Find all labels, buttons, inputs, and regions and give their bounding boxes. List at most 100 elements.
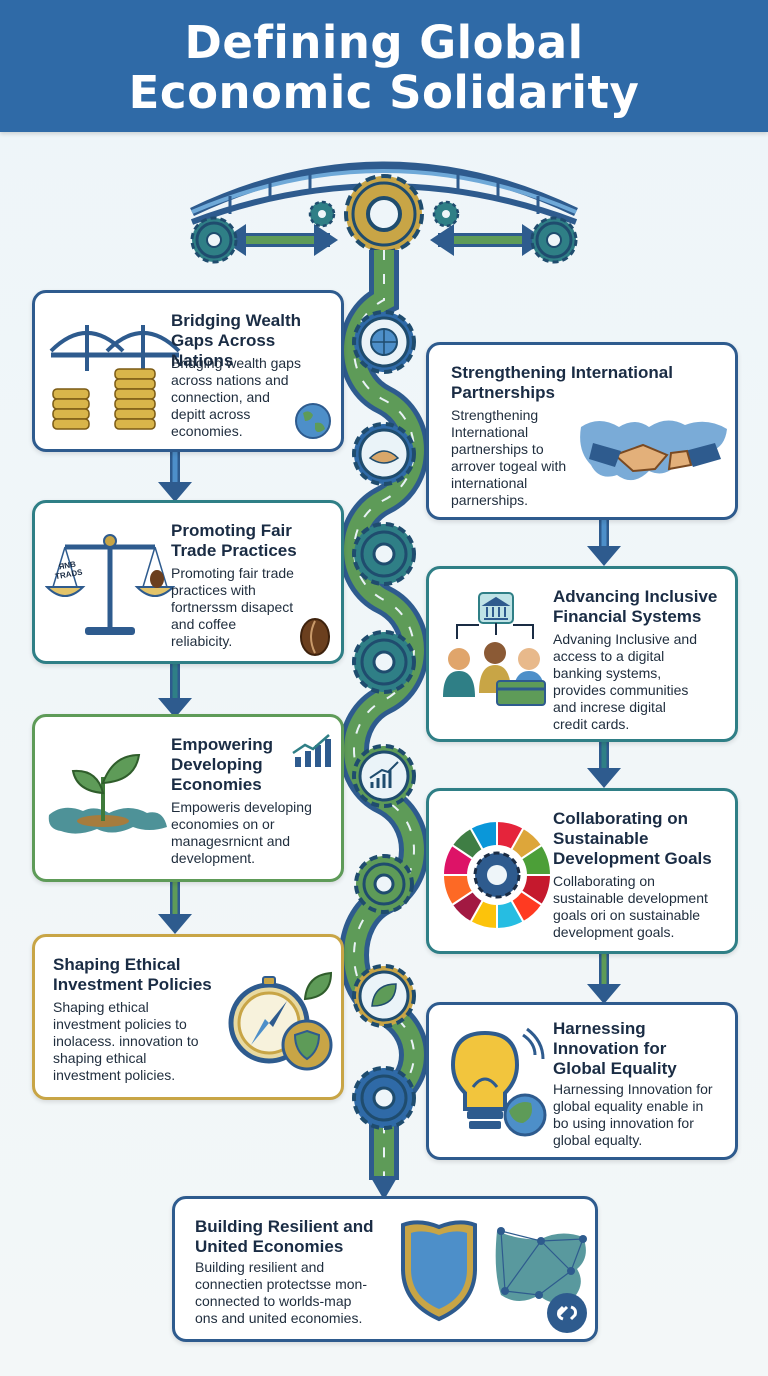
empowering-body-line-1: Empoweris developing	[171, 799, 312, 815]
fair-trade-title-line-2: Trade Practices	[171, 541, 297, 560]
page-title-line-2: Economic Solidarity	[128, 66, 640, 119]
innovation-title-line-1: Harnessing	[553, 1019, 646, 1038]
card-fair-trade: ЯNB TRADS Promoting Fair Trade Practices…	[32, 500, 344, 664]
empowering-title-line-1: Empowering	[171, 735, 274, 754]
empowering-title-line-3: Economies	[171, 775, 262, 794]
handshake-world-map-icon	[580, 420, 727, 481]
partnerships-body-line-1: Strengthening	[451, 407, 539, 423]
ethical-body-line-4: shaping ethical	[53, 1050, 147, 1066]
top-gear-small-left	[308, 200, 336, 228]
top-gear-left	[190, 216, 238, 264]
resilient-body-line-2: connectien protectsse mon-	[195, 1276, 367, 1292]
partnerships-body-line-4: arrover togeal with	[451, 458, 567, 474]
financial-body-line-6: credit cards.	[553, 716, 630, 732]
bank-community-icon	[443, 592, 546, 706]
resilient-body-line-1: Building resilient and	[195, 1259, 325, 1275]
financial-body-line-2: access to a digital	[553, 648, 665, 664]
sdg-body-line-2: sustainable development	[553, 890, 708, 906]
growth-chart-icon	[292, 734, 331, 767]
ethical-title-line-2: Investment Policies	[53, 975, 212, 994]
fair-trade-body-line-2: practices with	[171, 582, 256, 598]
card-empowering-economies: Empowering Developing Economies Empoweri…	[32, 714, 344, 882]
financial-body-line-4: provides communities	[553, 682, 689, 698]
partnerships-title-line-1: Strengthening International	[451, 363, 673, 382]
empowering-body-line-4: development.	[171, 850, 256, 866]
innovation-body-line-3: bo using innovation for	[553, 1115, 694, 1131]
page-title-line-1: Defining Global	[184, 16, 584, 69]
financial-title-line-1: Advancing Inclusive	[553, 587, 718, 606]
ethical-body-line-2: investment policies to	[53, 1016, 187, 1032]
sdg-body-line-4: development goals.	[553, 924, 675, 940]
partnerships-body-line-3: partnerships to	[451, 441, 544, 457]
path-gear-4	[352, 630, 416, 694]
sdg-wheel-icon	[441, 819, 553, 931]
resilient-body-line-4: ons and united economies.	[195, 1310, 363, 1326]
ethical-body-line-1: Shaping ethical	[53, 999, 149, 1015]
resilient-title-line-2: United Economies	[195, 1237, 344, 1256]
bridge-coins-icon	[49, 325, 181, 430]
top-gear-small-right	[432, 200, 460, 228]
sdg-body-line-3: goals ori on sustainable	[553, 907, 701, 923]
partnerships-body-line-5: international	[451, 475, 528, 491]
sdg-title-line-1: Collaborating on	[553, 809, 689, 828]
card-inclusive-financial-systems: Advancing Inclusive Financial Systems Ad…	[426, 566, 738, 742]
innovation-body-line-4: global equalty.	[553, 1132, 643, 1148]
financial-body-line-5: and increse digital	[553, 699, 666, 715]
innovation-body-line-1: Harnessing Innovation for	[553, 1081, 713, 1097]
sprout-world-map-icon	[48, 753, 167, 834]
sdg-title-line-3: Development Goals	[553, 849, 712, 868]
partnerships-body-line-6: parnerships.	[451, 492, 529, 508]
financial-body-line-3: banking systems,	[553, 665, 662, 681]
financial-body-line-1: Advaning Inclusive and	[553, 631, 697, 647]
path-gear-3	[352, 522, 416, 586]
ethical-body-line-5: investment policies.	[53, 1067, 176, 1083]
card-sustainable-development-goals: Collaborating on Sustainable Development…	[426, 788, 738, 954]
card-arrows	[158, 452, 621, 1004]
card-ethical-investment: Shaping Ethical Investment Policies Shap…	[32, 934, 344, 1100]
partnerships-title-line-2: Partnerships	[451, 383, 555, 402]
card-international-partnerships: Strengthening International Partnerships…	[426, 342, 738, 520]
bridging-body-line-1: Bridging wealth gaps	[171, 355, 301, 371]
bridging-body-line-2: across nations and	[171, 372, 289, 388]
ethical-title-line-1: Shaping Ethical	[53, 955, 181, 974]
top-gear-right	[530, 216, 578, 264]
innovation-title-line-3: Global Equality	[553, 1059, 677, 1078]
path-gear-8	[352, 1066, 416, 1130]
lightbulb-globe-icon	[450, 1027, 547, 1137]
bridging-title-line-2: Gaps Across Nations	[171, 331, 276, 370]
innovation-title-line-2: Innovation for	[553, 1039, 667, 1058]
fair-trade-title-line-1: Promoting Fair	[171, 521, 292, 540]
fair-trade-body-line-3: fortnerssm disapect	[171, 599, 294, 615]
fair-trade-body-line-1: Promoting fair trade	[171, 565, 294, 581]
path-gear-handshake	[352, 422, 416, 486]
path-gear-chart	[352, 744, 416, 808]
card-resilient-united-economies: Building Resilient and United Economies …	[172, 1196, 598, 1342]
sdg-body-line-1: Collaborating on	[553, 873, 655, 889]
partnerships-body-line-2: International	[451, 424, 529, 440]
fair-trade-body-line-5: reliabicity.	[171, 633, 233, 649]
ethical-body-line-3: inolacess. innovation to	[53, 1033, 199, 1049]
card-innovation-global-equality: Harnessing Innovation for Global Equalit…	[426, 1002, 738, 1160]
path-gear-leaf	[352, 964, 416, 1028]
shield-network-map-icon	[401, 1220, 587, 1333]
top-gear-center	[344, 174, 424, 254]
scale-icon	[45, 534, 175, 635]
card-bridging-wealth-gaps: Bridging Wealth Gaps Across Nations Brid…	[32, 290, 344, 452]
header-banner: Defining Global Economic Solidarity	[0, 0, 768, 132]
coffee-bean-icon	[300, 618, 330, 656]
path-gear-globe	[352, 310, 416, 374]
winding-path	[339, 250, 429, 1200]
bridging-body-line-5: economies.	[171, 423, 243, 439]
resilient-body-line-3: connected to worlds-map	[195, 1293, 352, 1309]
resilient-title-line-1: Building Resilient and	[195, 1217, 374, 1236]
globe-icon	[295, 403, 331, 439]
empowering-body-line-3: managesrnicnt and	[171, 833, 291, 849]
empowering-body-line-2: economies on or	[171, 816, 275, 832]
compass-shield-leaf-icon	[228, 971, 333, 1071]
sdg-title-line-2: Sustainable	[553, 829, 649, 848]
fair-trade-body-line-4: and coffee	[171, 616, 237, 632]
empowering-title-line-2: Developing	[171, 755, 263, 774]
bridging-body-line-4: depitt across	[171, 406, 251, 422]
bridging-title-line-1: Bridging Wealth	[171, 311, 302, 330]
